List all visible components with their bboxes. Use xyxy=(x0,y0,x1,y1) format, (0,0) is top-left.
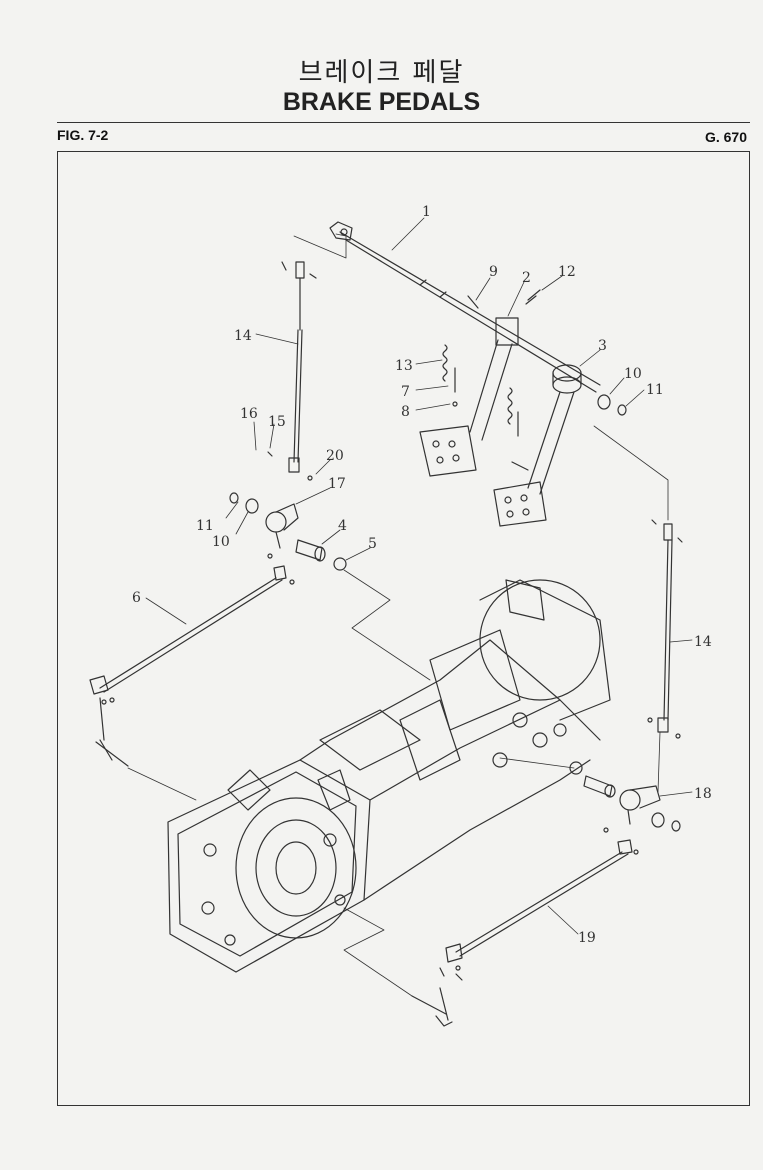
callout-17: 17 xyxy=(328,476,346,492)
callout-leaders xyxy=(145,217,693,935)
callout-13: 13 xyxy=(395,358,413,374)
leader-line xyxy=(343,907,413,997)
callout-15: 15 xyxy=(268,414,286,430)
callout-1: 1 xyxy=(422,204,431,220)
callout-6: 6 xyxy=(132,590,141,606)
return-springs xyxy=(442,344,519,437)
group-number: G. 670 xyxy=(704,129,747,145)
callout-14-left: 14 xyxy=(234,328,252,344)
callout-9: 9 xyxy=(489,264,498,280)
header-rule xyxy=(57,122,750,123)
callout-11-left: 11 xyxy=(196,518,214,534)
callout-10-right: 10 xyxy=(624,366,642,382)
leader-line xyxy=(293,233,347,259)
fasteners xyxy=(109,475,681,971)
pedal-shaft-part xyxy=(329,221,601,393)
callout-14-right: 14 xyxy=(694,634,712,650)
callout-20: 20 xyxy=(326,448,344,464)
callout-11-right: 11 xyxy=(646,382,664,398)
left-brake-rod xyxy=(267,261,317,473)
leader-line xyxy=(499,757,575,769)
callout-4: 4 xyxy=(338,518,347,534)
lever-17-part xyxy=(265,503,299,549)
figure-number: FIG. 7-2 xyxy=(57,127,109,143)
pin-9 xyxy=(467,295,479,309)
callout-18: 18 xyxy=(694,786,712,802)
callout-2: 2 xyxy=(522,270,531,286)
callout-3: 3 xyxy=(598,338,607,354)
callout-10-left: 10 xyxy=(212,534,230,550)
transmission-housing xyxy=(167,579,611,973)
lower-lever-part xyxy=(411,987,453,1027)
leader-line xyxy=(343,569,431,681)
callout-5: 5 xyxy=(368,536,377,552)
pedal-arm-3-part xyxy=(493,364,582,527)
pedal-arm-2-part xyxy=(419,317,519,477)
page-title-english: BRAKE PEDALS xyxy=(282,88,481,116)
callout-16: 16 xyxy=(240,406,258,422)
rod-19-part xyxy=(439,839,633,981)
washers xyxy=(229,394,681,832)
callout-19: 19 xyxy=(578,930,596,946)
bolt-12 xyxy=(525,289,541,305)
right-brake-rod xyxy=(593,425,683,793)
pin-4-part xyxy=(295,539,326,562)
leader-line xyxy=(127,767,197,801)
pin-right-part xyxy=(583,775,616,798)
callout-12: 12 xyxy=(558,264,576,280)
callout-8: 8 xyxy=(401,404,410,420)
lever-18-part xyxy=(619,785,661,825)
page-title-korean: 브레이크 페달 xyxy=(298,58,465,88)
diagram-frame xyxy=(57,151,750,1106)
rod-6-part xyxy=(89,565,287,767)
callout-7: 7 xyxy=(401,384,410,400)
